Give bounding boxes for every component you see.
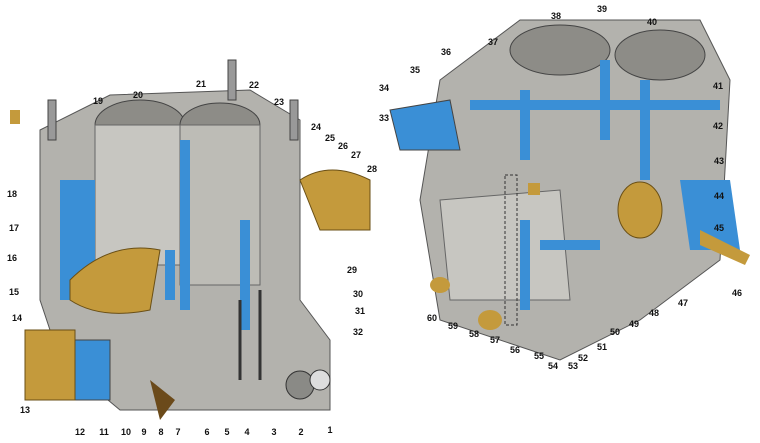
callout-label-3: 3 <box>271 427 277 437</box>
callout-label-27: 27 <box>350 150 362 160</box>
callout-label-24: 24 <box>310 122 322 132</box>
callout-label-30: 30 <box>352 289 364 299</box>
callout-label-12: 12 <box>74 427 86 437</box>
callout-label-2: 2 <box>298 427 304 437</box>
callout-label-59: 59 <box>447 321 459 331</box>
callout-label-52: 52 <box>577 353 589 363</box>
callout-label-57: 57 <box>489 335 501 345</box>
callout-label-17: 17 <box>8 223 20 233</box>
callout-label-29: 29 <box>346 265 358 275</box>
callout-label-10: 10 <box>120 427 132 437</box>
callout-label-13: 13 <box>19 405 31 415</box>
callout-label-15: 15 <box>8 287 20 297</box>
callout-label-46: 46 <box>731 288 743 298</box>
callout-label-48: 48 <box>648 308 660 318</box>
callout-label-49: 49 <box>628 319 640 329</box>
callout-label-36: 36 <box>440 47 452 57</box>
callout-label-44: 44 <box>713 191 725 201</box>
callout-label-50: 50 <box>609 327 621 337</box>
callout-label-25: 25 <box>324 133 336 143</box>
callout-label-58: 58 <box>468 329 480 339</box>
callout-label-37: 37 <box>487 37 499 47</box>
callout-label-40: 40 <box>646 17 658 27</box>
callout-label-28: 28 <box>366 164 378 174</box>
callout-label-8: 8 <box>158 427 164 437</box>
callout-label-19: 19 <box>92 96 104 106</box>
callout-label-18: 18 <box>6 189 18 199</box>
callout-label-35: 35 <box>409 65 421 75</box>
callout-label-34: 34 <box>378 83 390 93</box>
callout-label-47: 47 <box>677 298 689 308</box>
callout-label-56: 56 <box>509 345 521 355</box>
callout-label-21: 21 <box>195 79 207 89</box>
callout-label-1: 1 <box>327 425 333 435</box>
callout-label-41: 41 <box>712 81 724 91</box>
callout-label-60: 60 <box>426 313 438 323</box>
callout-label-9: 9 <box>141 427 147 437</box>
callout-label-43: 43 <box>713 156 725 166</box>
callout-label-51: 51 <box>596 342 608 352</box>
callout-label-26: 26 <box>337 141 349 151</box>
callout-label-38: 38 <box>550 11 562 21</box>
callout-label-11: 11 <box>99 427 109 437</box>
callout-label-5: 5 <box>224 427 230 437</box>
callout-label-14: 14 <box>11 313 23 323</box>
callout-label-32: 32 <box>352 327 364 337</box>
callout-label-55: 55 <box>533 351 545 361</box>
callout-label-20: 20 <box>132 90 144 100</box>
callout-label-16: 16 <box>6 253 18 263</box>
callout-label-23: 23 <box>273 97 285 107</box>
callout-label-54: 54 <box>547 361 559 371</box>
callout-label-33: 33 <box>378 113 390 123</box>
right-carburetor-view <box>389 19 750 361</box>
callout-label-4: 4 <box>244 427 250 437</box>
callout-label-39: 39 <box>596 4 608 14</box>
left-carburetor-view <box>10 59 371 420</box>
callout-label-53: 53 <box>567 361 579 371</box>
callout-label-6: 6 <box>204 427 210 437</box>
callout-label-7: 7 <box>175 427 181 437</box>
callout-label-42: 42 <box>712 121 724 131</box>
callout-label-22: 22 <box>248 80 260 90</box>
callout-label-31: 31 <box>354 306 366 316</box>
callout-label-45: 45 <box>713 223 725 233</box>
